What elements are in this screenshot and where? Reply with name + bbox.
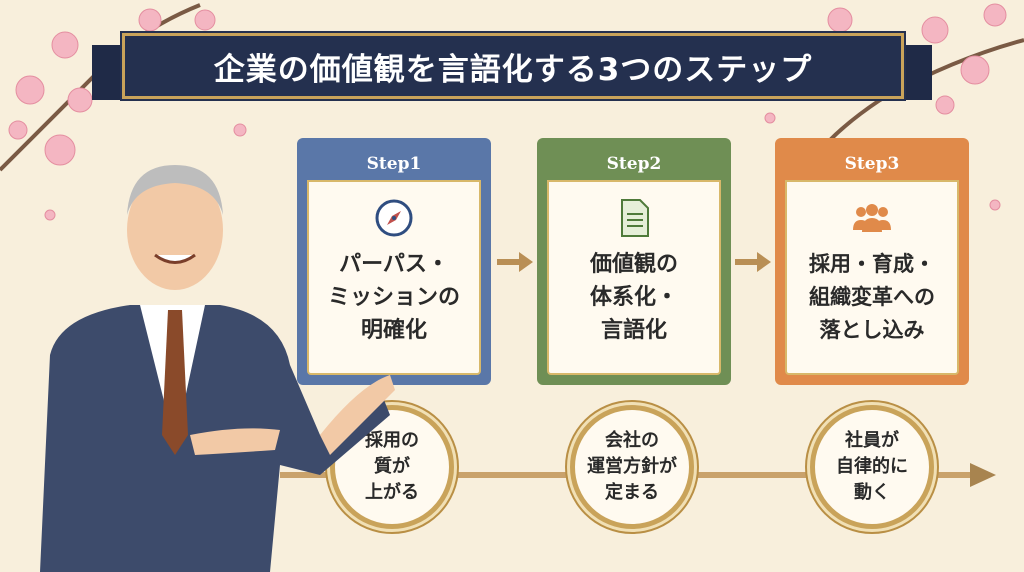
cherry-blossom-branches <box>0 3 1024 221</box>
step-card-3: Step3 採用・育成・ 組織変革への 落とし込み <box>775 138 969 385</box>
arrow-right-icon <box>497 252 533 272</box>
page-title: 企業の価値観を言語化する3つのステップ <box>213 51 813 88</box>
step-card-2: Step2 価値観の 体系化・ 言語化 <box>537 138 731 385</box>
title-banner: 企業の価値観を言語化する3つのステップ <box>122 33 904 99</box>
step-text: 価値観の 体系化・ 言語化 <box>589 252 678 343</box>
step-label: Step1 <box>307 148 481 182</box>
step-label: Step2 <box>547 148 721 182</box>
step-label: Step3 <box>785 148 959 182</box>
arrow-right-icon <box>735 252 771 272</box>
document-icon <box>621 199 649 237</box>
outcome-circle-2: 会社の 運営方針が 定まる <box>570 405 694 529</box>
outcome-circle-3: 社員が 自律的に 動く <box>810 405 934 529</box>
step-card-1: Step1 パーパス・ ミッションの 明確化 <box>297 138 491 385</box>
presenter-illustration <box>40 165 395 572</box>
compass-icon <box>375 199 413 237</box>
step-text: パーパス・ ミッションの 明確化 <box>327 252 460 343</box>
step-text: 採用・育成・ 組織変革への 落とし込み <box>809 252 935 342</box>
people-icon <box>853 204 891 232</box>
